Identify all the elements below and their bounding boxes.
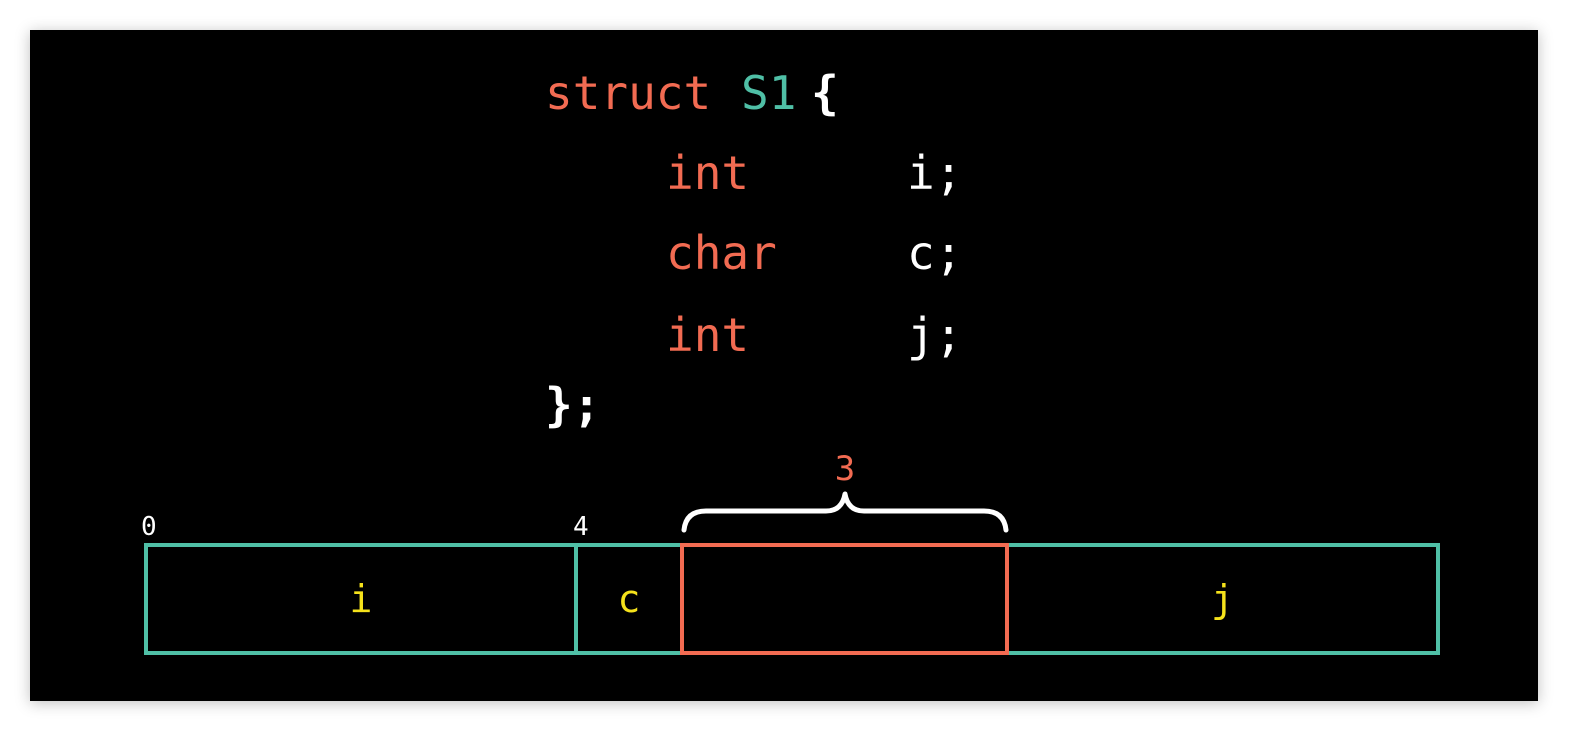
field-type-2: char [666,226,777,280]
field-cell-label-j: j [1211,577,1234,621]
field-name-1: i; [907,146,963,200]
struct-name: S1 [741,66,797,120]
field-type-3: int [666,308,750,362]
field-type-1: int [666,146,750,200]
open-brace: { [811,66,839,120]
padding-cell [680,543,1009,655]
padding-size-label: 3 [835,449,855,489]
padding-brace [681,491,1009,533]
memory-layout-diagram: 0 4 3 i c j [141,449,1440,655]
closing-brace: }; [545,378,601,432]
field-name-2: c; [907,226,963,280]
field-cell-label-i: i [350,577,373,621]
field-name-3: j; [907,308,963,362]
field-cell-label-c: c [618,577,641,621]
offset-label-4: 4 [573,512,589,542]
offset-label-0: 0 [141,512,157,542]
struct-keyword: struct [545,66,712,120]
slide-frame: struct S1 { int i; char c; int j; }; 0 4… [30,30,1538,701]
